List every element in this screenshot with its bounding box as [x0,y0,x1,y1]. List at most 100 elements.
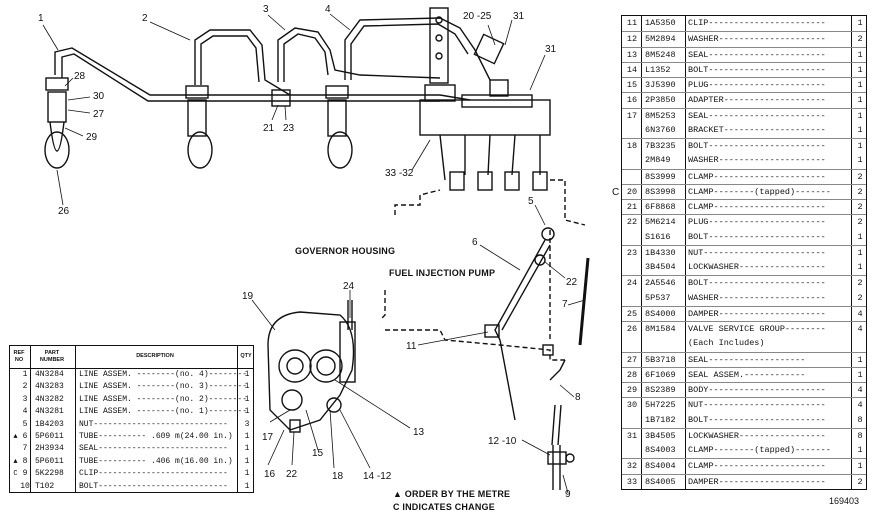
description: LOCKWASHER----------------- [688,430,826,441]
qty: 2 [857,186,863,197]
ref-no: 10 [20,481,30,491]
note-order-by-metre: ▲ ORDER BY THE METRE [393,489,511,499]
part-number: 8S4003 [645,445,676,456]
part-number: 6F1069 [645,369,676,380]
ref-no: 32 [626,461,638,472]
qty: 2 [857,278,863,289]
callout-29: 29 [86,132,98,143]
ref-no: 22 [626,217,638,228]
callout-19: 19 [242,291,254,302]
description: CLAMP--------(tapped)------- [688,445,831,456]
description: BOLT----------------------- [688,414,826,425]
description: CLIP----------------------- [688,18,826,28]
description: CLAMP---------------------- [688,461,826,472]
ref-no: 23 [626,247,638,258]
description: SEAL----------------------- [688,110,826,121]
qty: 1 [244,456,250,466]
part-number: 8M5248 [645,49,676,60]
qty: 2 [857,34,863,45]
qty: 1 [244,394,250,404]
ref-no: 18 [626,141,638,152]
fuel-injection-pump-label: FUEL INJECTION PUMP [389,268,496,278]
part-number: 5M6214 [645,217,676,228]
ref-no: 6 [22,432,28,441]
callout-11: 11 [406,341,417,352]
callout-13: 13 [413,427,425,438]
callout-27: 27 [93,109,105,120]
description: DAMPER--------------------- [688,308,826,319]
change-mark: ▲ [13,433,18,441]
part-number: 4N3283 [35,382,64,392]
callout-22-governor: 22 [286,469,298,480]
callout-33-32: 33 -32 [385,168,414,179]
callout-1: 1 [38,13,44,24]
callout-28: 28 [74,71,86,82]
callout-9: 9 [565,489,571,500]
qty: 2 [857,292,863,303]
qty: 4 [857,308,863,319]
part-number: 8S3998 [645,186,676,197]
governor-housing-label: GOVERNOR HOUSING [295,246,396,256]
description: TUBE---------- .406 m(16.00 in.) [79,456,233,466]
part-number: 8S2389 [645,385,676,396]
qty: 1 [857,247,863,258]
drawing-number: 169403 [829,496,860,506]
ref-no: 14 [626,64,638,75]
description: LINE ASSEM. --------(no. 2)-------- [79,394,248,404]
right-table-row: 8S4003 CLAMP--------(tapped)------- 1 [622,443,866,458]
ref-no: 30 [626,400,638,411]
part-number: 8M5253 [645,110,676,121]
part-number: T102 [35,481,55,491]
qty: 4 [857,400,863,411]
part-number: 1B4203 [35,419,64,429]
part-number: 6N3760 [645,124,676,135]
header-qty: QTY [240,353,252,359]
part-number: 1A5350 [645,18,676,28]
callout-3: 3 [263,4,269,15]
callout-22-tube: 22 [566,277,578,288]
description: SEAL--------------------------- [79,444,228,454]
description: NUT------------------------ [688,400,826,411]
description: NUT---------------------------- [79,419,228,429]
ref-no: 11 [626,18,638,28]
ref-no: 15 [626,80,638,91]
part-number: 8S4005 [645,476,676,487]
header-ref-no: REF NO [13,350,25,363]
description: LINE ASSEM. --------(no. 4)-------- [79,370,248,379]
part-number: 8S4004 [645,461,676,472]
callout-30: 30 [93,91,105,102]
description: LINE ASSEM. --------(no. 3)-------- [79,382,248,392]
part-number: 3B4504 [645,262,676,273]
callout-23: 23 [283,123,295,134]
qty: 1 [857,262,863,273]
qty: 1 [857,80,863,91]
callout-17: 17 [262,432,274,443]
callout-12-10: 12 -10 [488,436,517,447]
description: CLIP--------------------------- [79,469,228,479]
qty: 1 [857,445,863,456]
description: CLAMP--------(tapped)------- [688,186,831,197]
callout-18: 18 [332,471,344,482]
description: BODY----------------------- [688,385,826,396]
qty: 2 [857,217,863,228]
callout-5: 5 [528,196,534,207]
